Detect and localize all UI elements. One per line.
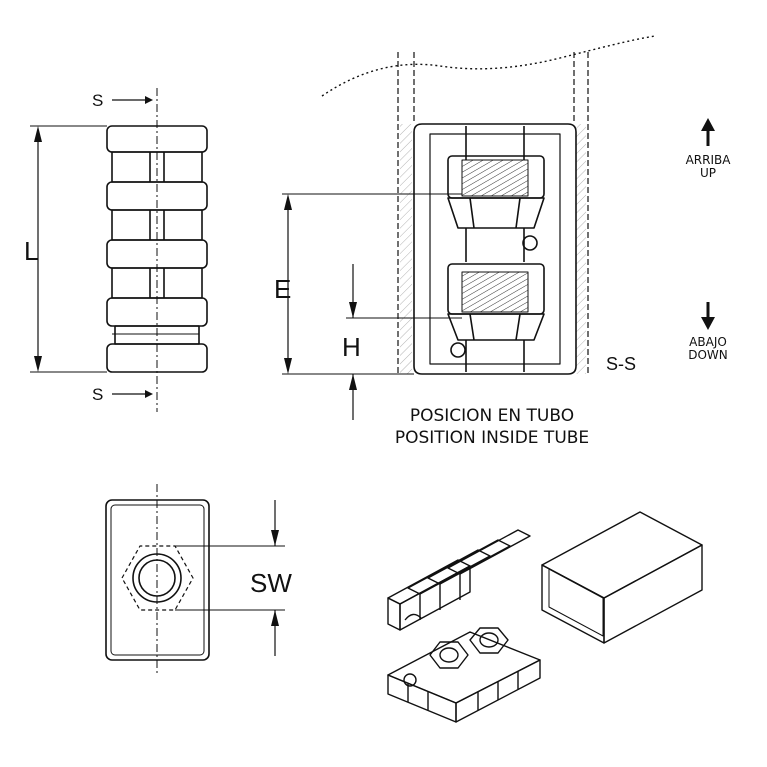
dimension-sw-label: SW: [250, 568, 292, 598]
caption-spanish: POSICION EN TUBO: [410, 406, 574, 426]
down-label-es: ABAJO: [689, 335, 727, 349]
dimension-e-label: E: [274, 274, 291, 304]
up-label-es: ARRIBA: [686, 153, 732, 167]
section-marker-top: S: [92, 91, 103, 110]
section-name-label: S-S: [606, 354, 636, 374]
down-label-en: DOWN: [688, 348, 728, 362]
front-view: [30, 88, 208, 412]
dimension-h-label: H: [342, 332, 361, 362]
arrow-up-icon: [701, 118, 715, 146]
up-label-en: UP: [700, 166, 716, 180]
section-view: [282, 35, 656, 420]
arrow-down-icon: [701, 302, 715, 330]
caption-english: POSITION INSIDE TUBE: [395, 428, 589, 448]
isometric-view: [387, 511, 703, 723]
dimension-l-label: L: [24, 236, 38, 266]
section-marker-bottom: S: [92, 385, 103, 404]
top-view: [105, 484, 285, 674]
